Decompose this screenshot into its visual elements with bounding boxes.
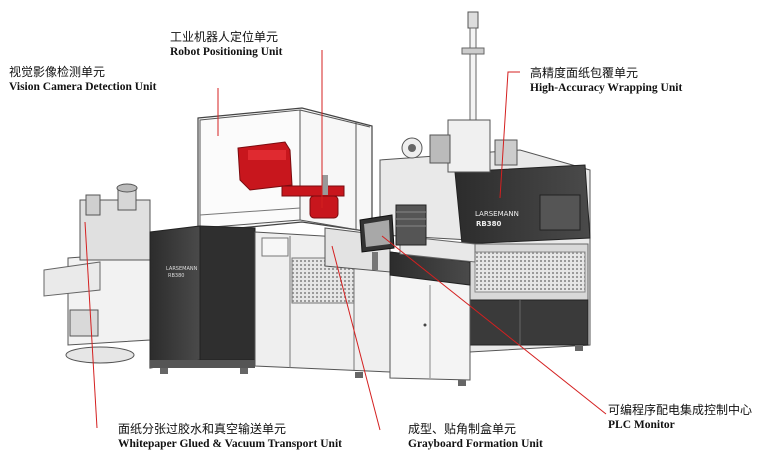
leader-lines <box>84 50 607 431</box>
board-stack <box>395 204 427 246</box>
leader-wrapping <box>499 71 520 199</box>
red-robot <box>237 141 345 219</box>
grayboard-cabinet <box>389 235 476 381</box>
label-plc-monitor: 可编程序配电集成控制中心 PLC Monitor <box>608 403 753 431</box>
leader-whitepaper <box>84 221 98 429</box>
wrapping-unit-body <box>379 149 591 353</box>
base-cabinet-left <box>149 225 256 369</box>
machine-feet <box>160 345 583 386</box>
label-robot-positioning: 工业机器人定位单元 Robot Positioning Unit <box>170 30 283 58</box>
wrapping-mast <box>401 11 518 173</box>
whitepaper-unit <box>43 183 151 364</box>
plc-monitor <box>359 214 395 270</box>
label-vision-camera: 视觉影像检测单元 Vision Camera Detection Unit <box>9 65 157 93</box>
leader-plc <box>381 235 607 415</box>
label-grayboard-formation: 成型、贴角制盒单元 Grayboard Formation Unit <box>408 422 543 450</box>
model-label-left: RB380 <box>168 273 184 279</box>
brand-logo-left: LARSEMANN <box>166 266 198 272</box>
leader-grayboard <box>331 245 381 431</box>
model-label-main: RB380 <box>476 220 501 228</box>
label-wrapping: 高精度面纸包覆单元 High-Accuracy Wrapping Unit <box>530 66 683 94</box>
brand-logo-main: LARSEMANN <box>475 210 519 218</box>
label-whitepaper-transport: 面纸分张过胶水和真空输送单元 Whitepaper Glued & Vacuum… <box>118 422 342 450</box>
